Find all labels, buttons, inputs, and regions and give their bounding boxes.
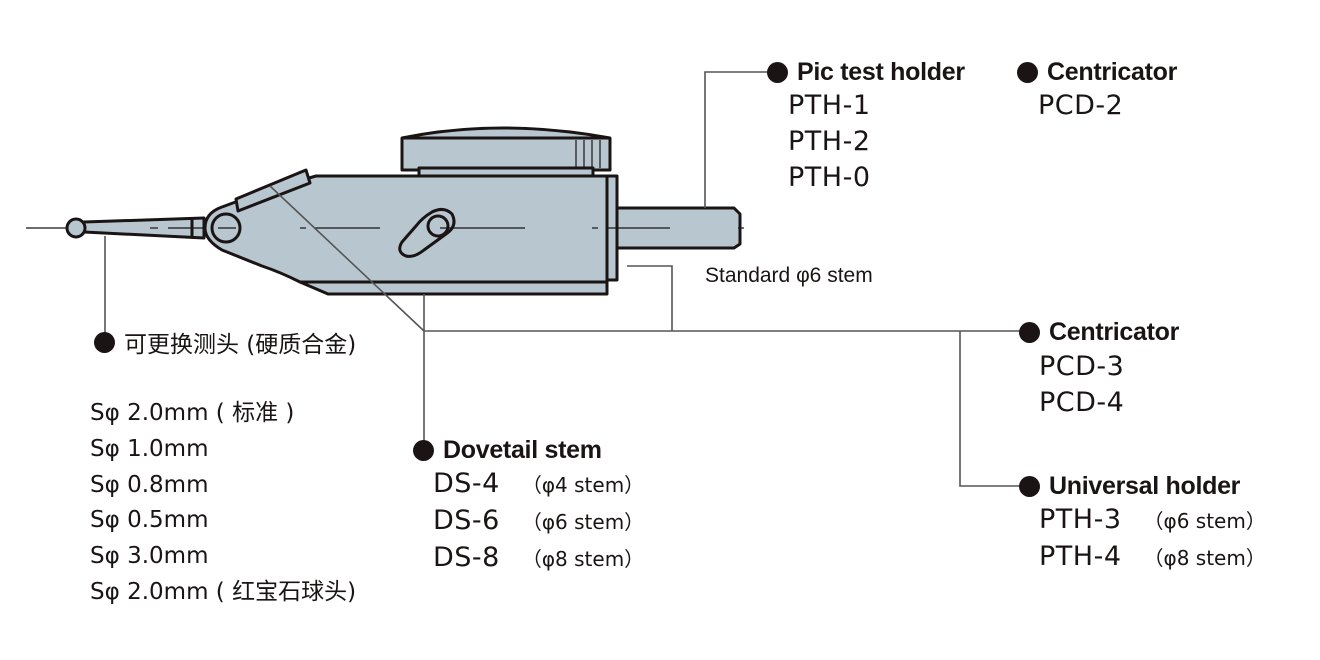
stem <box>615 206 742 250</box>
centricator-top-models: PCD-2 <box>1038 88 1123 124</box>
model-code: PTH-3 <box>1039 504 1122 535</box>
model-note: （φ8 stem） <box>1143 546 1266 570</box>
universal-holder-title: Universal holder <box>1049 472 1241 500</box>
model-item: DS-4 （φ4 stem） <box>433 466 644 503</box>
centricator-bottom-title: Centricator <box>1049 318 1180 346</box>
model-note: （φ6 stem） <box>521 510 645 534</box>
model-item: PTH-4 （φ8 stem） <box>1039 539 1266 576</box>
universal-holder-models: PTH-3 （φ6 stem） PTH-4 （φ8 stem） <box>1039 502 1266 576</box>
centricator-top-heading: Centricator <box>1017 58 1177 87</box>
top-wedge <box>234 168 312 213</box>
size-item: Sφ 2.0mm ( 标准 ) <box>90 400 295 426</box>
contact-point-heading: 可更换测头 (硬质合金) <box>94 325 356 359</box>
model-item: PTH-2 <box>788 126 871 157</box>
dovetail-stem-title: Dovetail stem <box>443 436 602 464</box>
dovetail-stem-heading: Dovetail stem <box>413 436 602 465</box>
model-item: PTH-3 （φ6 stem） <box>1039 502 1266 539</box>
model-code: PTH-4 <box>1039 541 1122 572</box>
size-item: Sφ 3.0mm <box>90 543 209 570</box>
pic-test-holder-models: PTH-1 PTH-2 PTH-0 <box>788 88 871 196</box>
model-item: DS-8 （φ8 stem） <box>433 540 644 577</box>
model-note: （φ8 stem） <box>521 547 645 571</box>
contact-point-title: 可更换测头 (硬质合金) <box>124 332 357 358</box>
model-code: DS-8 <box>433 542 500 573</box>
model-item: PCD-3 <box>1039 351 1125 382</box>
bullet-icon <box>413 440 434 461</box>
contact-point-sizes: Sφ 2.0mm ( 标准 ) Sφ 1.0mm Sφ 0.8mm Sφ 0.5… <box>90 396 356 611</box>
bullet-icon <box>94 331 115 353</box>
ball-tip <box>65 217 87 239</box>
model-item: DS-6 （φ6 stem） <box>433 503 644 540</box>
pic-test-holder-heading: Pic test holder <box>767 58 965 87</box>
bullet-icon <box>1019 322 1040 343</box>
slot <box>398 207 456 258</box>
dial-cap <box>400 126 612 172</box>
model-code: DS-4 <box>433 468 500 499</box>
leader-lines <box>104 71 1030 487</box>
stem-note: Standard φ6 stem <box>705 264 873 287</box>
size-item: Sφ 0.8mm <box>90 471 209 498</box>
size-item: Sφ 1.0mm <box>90 435 209 462</box>
model-code: DS-6 <box>433 505 500 536</box>
model-item: PTH-1 <box>788 90 871 121</box>
model-item: PTH-0 <box>788 162 871 193</box>
centricator-bottom-models: PCD-3 PCD-4 <box>1039 349 1124 421</box>
slot-hole <box>426 214 450 238</box>
body-lower-plate <box>298 280 609 296</box>
bullet-icon <box>767 62 788 83</box>
size-item: Sφ 2.0mm ( 红宝石球头) <box>90 578 357 605</box>
universal-holder-heading: Universal holder <box>1019 472 1240 501</box>
dovetail-stem-models: DS-4 （φ4 stem） DS-6 （φ6 stem） DS-8 （φ8 stem… <box>433 466 644 577</box>
centricator-top-title: Centricator <box>1047 58 1178 86</box>
pic-test-holder-title: Pic test holder <box>797 58 965 86</box>
model-note: （φ6 stem） <box>1143 509 1266 533</box>
centricator-bottom-heading: Centricator <box>1019 318 1179 347</box>
indicator-body <box>203 174 609 284</box>
model-note: （φ4 stem） <box>521 473 645 497</box>
bullet-icon <box>1019 476 1040 497</box>
bullet-icon <box>1017 62 1038 83</box>
size-item: Sφ 0.5mm <box>90 507 209 534</box>
model-item: PCD-2 <box>1038 90 1124 121</box>
model-item: PCD-4 <box>1039 387 1125 418</box>
